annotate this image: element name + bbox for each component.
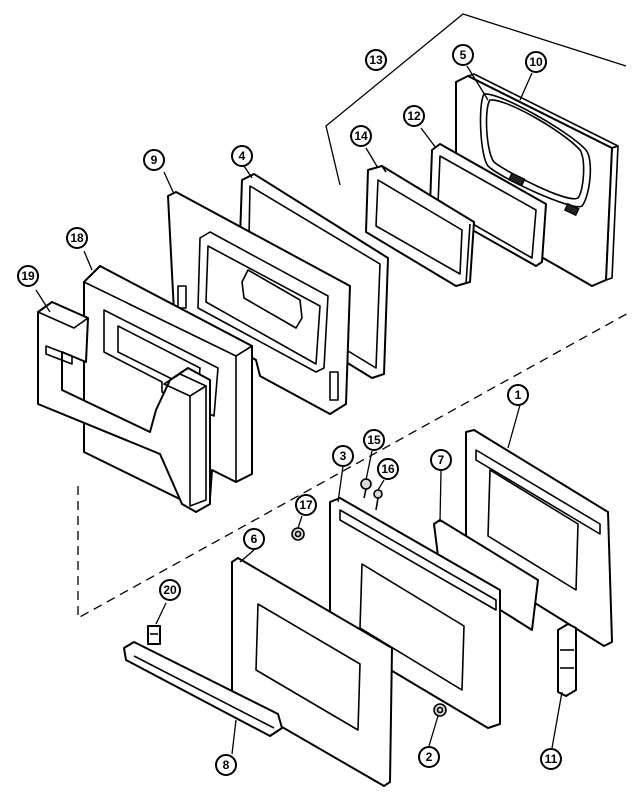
callout-9: 9 (143, 149, 165, 171)
part-20-handle-bracket (147, 625, 161, 645)
callout-5: 5 (452, 44, 474, 66)
part-16-screw (373, 489, 383, 511)
part-11-hinge (557, 623, 577, 697)
part-17-nut (291, 527, 305, 541)
part-14-window-glass-assembly (365, 165, 475, 287)
callout-3: 3 (332, 445, 354, 467)
callout-1: 1 (507, 384, 529, 406)
callout-9-label: 9 (151, 153, 158, 167)
callout-7: 7 (430, 449, 452, 471)
callout-4-label: 4 (239, 149, 246, 163)
callout-18-label: 18 (70, 231, 84, 245)
callout-20: 20 (159, 579, 181, 601)
callout-10: 10 (525, 51, 547, 73)
callout-14-label: 14 (354, 129, 368, 143)
callout-8: 8 (215, 754, 237, 776)
callout-5-label: 5 (460, 48, 467, 62)
callout-6-label: 6 (251, 532, 258, 546)
callout-15: 15 (363, 429, 385, 451)
part-19-insulation-block (37, 301, 211, 513)
callout-4: 4 (231, 145, 253, 167)
part-2-nut (433, 703, 447, 717)
callout-11-label: 11 (545, 752, 558, 766)
callout-1-label: 1 (515, 388, 522, 402)
group-13-bracket (325, 13, 627, 186)
callout-13-label: 13 (369, 53, 383, 67)
callout-14: 14 (350, 125, 372, 147)
part-15-screw (360, 478, 372, 499)
callout-15-label: 15 (367, 433, 381, 447)
callout-3-label: 3 (340, 449, 347, 463)
callout-6: 6 (243, 528, 265, 550)
callout-12-label: 12 (407, 109, 421, 123)
callout-16-label: 16 (381, 462, 395, 476)
callout-17-label: 17 (299, 498, 313, 512)
callout-19: 19 (17, 265, 39, 287)
callout-2-label: 2 (426, 750, 433, 764)
callout-16: 16 (377, 458, 399, 480)
callout-10-label: 10 (529, 55, 543, 69)
leader-lines (35, 65, 563, 755)
callout-8-label: 8 (223, 758, 230, 772)
callout-12: 12 (403, 105, 425, 127)
callout-13: 13 (365, 49, 387, 71)
callout-7-label: 7 (438, 453, 445, 467)
part-8-door-handle (123, 641, 283, 737)
callout-18: 18 (66, 227, 88, 249)
callout-19-label: 19 (21, 269, 35, 283)
callout-11: 11 (540, 748, 562, 770)
callout-2: 2 (418, 746, 440, 768)
callout-20-label: 20 (163, 583, 177, 597)
callout-17: 17 (295, 494, 317, 516)
